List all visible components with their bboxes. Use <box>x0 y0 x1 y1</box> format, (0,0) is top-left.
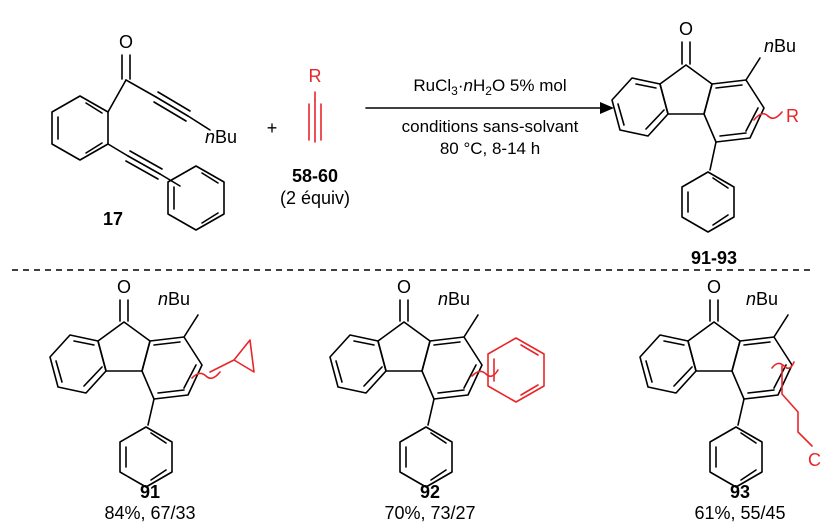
example-92-oxygen: O <box>397 277 411 297</box>
alkyne-structure <box>308 91 322 143</box>
example-93-nbu-label: nBu <box>746 289 778 309</box>
example-93-yield: 61%, 55/45 <box>694 503 785 523</box>
example-91-structure <box>49 299 255 488</box>
catalyst-label: RuCl3·nH2O 5% mol <box>413 76 566 98</box>
example-92-nbu-label: nBu <box>438 289 470 309</box>
alkyne-r-label: R <box>309 66 322 86</box>
product-general-nbu-label: nBu <box>764 36 796 56</box>
reactant-17-oxygen: O <box>119 32 133 52</box>
alkyne-equivalents: (2 équiv) <box>280 188 350 208</box>
conditions-temperature-time: 80 °C, 8-14 h <box>440 139 540 158</box>
reaction-arrow-head <box>600 102 614 114</box>
product-general-r-label: R <box>786 106 799 126</box>
compound-number-91-93: 91-93 <box>691 248 737 268</box>
example-93-oxygen: O <box>707 277 721 297</box>
product-general-oxygen: O <box>679 19 693 39</box>
product-general-structure <box>611 41 783 233</box>
example-93-structure <box>639 299 813 488</box>
example-92-structure <box>329 299 545 488</box>
example-92-yield: 70%, 73/27 <box>384 503 475 523</box>
plus-sign: + <box>267 118 278 138</box>
example-91-nbu-label: nBu <box>158 289 190 309</box>
compound-number-92: 92 <box>420 482 440 502</box>
compound-number-58-60: 58-60 <box>292 166 338 186</box>
example-91-oxygen: O <box>117 277 131 297</box>
reactant-17-nbu-label: nBu <box>205 127 237 147</box>
example-91-yield: 84%, 67/33 <box>104 503 195 523</box>
compound-number-93: 93 <box>730 482 750 502</box>
example-93-chain-end-label: C <box>808 450 821 470</box>
reactant-17-structure <box>51 54 225 231</box>
conditions-solvent: conditions sans-solvant <box>402 117 579 136</box>
compound-number-91: 91 <box>140 482 160 502</box>
compound-number-17: 17 <box>103 209 123 229</box>
